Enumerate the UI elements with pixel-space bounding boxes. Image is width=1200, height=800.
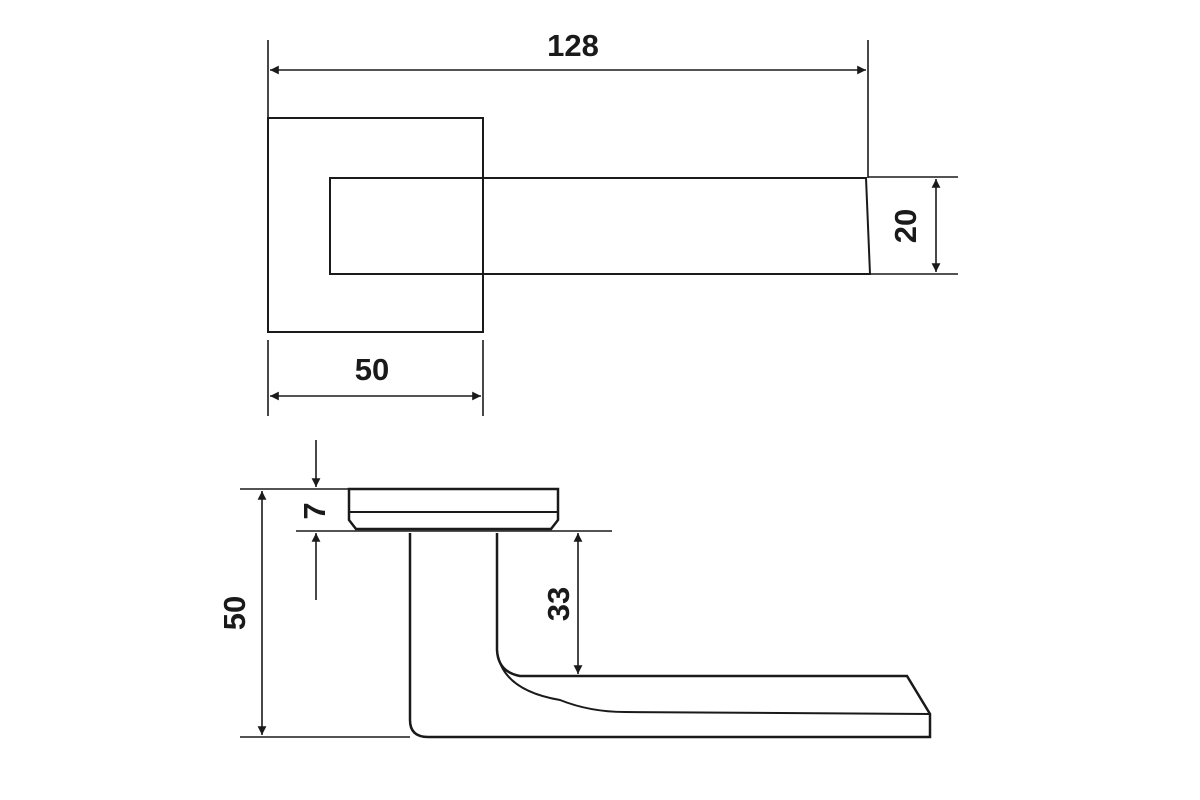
rose-plate-outline — [267, 117, 484, 333]
rose-width-dimension-label: 50 — [355, 352, 389, 387]
length-dimension-label: 128 — [547, 28, 599, 63]
top-view: 128 20 50 — [267, 28, 958, 416]
height-dimension-label: 50 — [217, 596, 252, 630]
lever-inner-contour — [496, 649, 931, 715]
lever-overlap-fill — [331, 179, 482, 273]
rose-plate-side — [347, 487, 560, 531]
width-dimension-label: 20 — [888, 209, 923, 243]
side-view: 7 50 33 — [217, 440, 932, 739]
thickness-dimension-label: 7 — [297, 502, 332, 519]
lever-side-profile — [408, 533, 932, 739]
offset-dimension-label: 33 — [541, 587, 576, 621]
